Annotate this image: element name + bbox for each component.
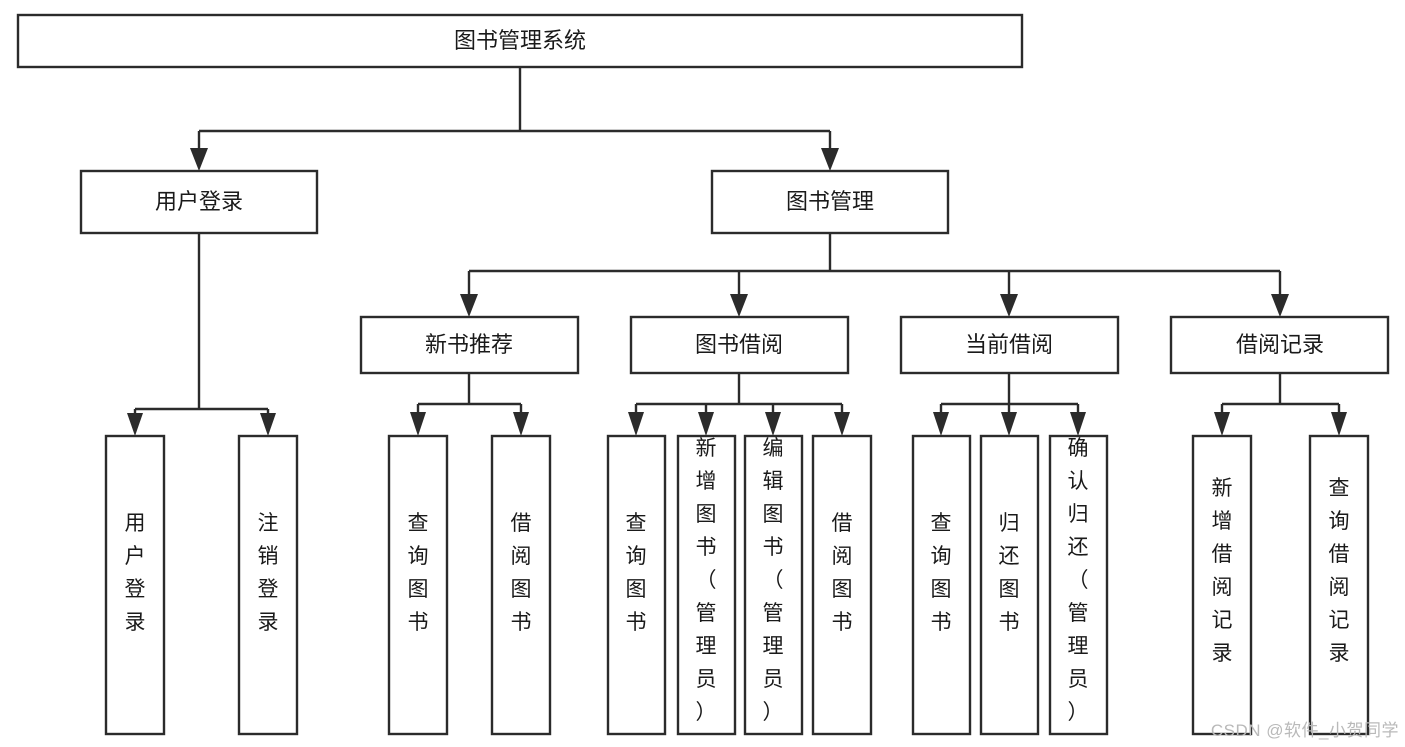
node-user-login-box[interactable] [79,169,319,235]
node-leaf-confirm-return[interactable]: 确认归还（管理员） [1048,434,1109,736]
node-leaf-query-book-1[interactable]: 查询图书 [387,434,449,736]
node-book-borrow-box[interactable] [629,315,850,375]
node-leaf-query-book-1-box[interactable] [387,434,449,736]
arrow-head-borrowrecord [1271,294,1289,317]
node-leaf-add-book[interactable]: 新增图书（管理员） [676,434,737,736]
connector-group-currentborrow [933,373,1086,436]
node-leaf-confirm-return-box[interactable] [1048,434,1109,736]
node-leaf-query-record-box[interactable] [1308,434,1370,736]
node-leaf-user-login-label: 用户登录 [125,512,146,634]
node-leaf-query-record[interactable]: 查询借阅记录 [1308,434,1370,736]
connector-group-borrowrecord [1214,373,1347,436]
node-borrow-record-label: 借阅记录 [1236,332,1324,357]
node-leaf-borrow-book-2-box[interactable] [811,434,873,736]
node-leaf-query-record-label: 查询借阅记录 [1329,477,1350,665]
node-leaf-user-login[interactable]: 用户登录 [104,434,166,736]
node-leaf-add-book-box[interactable] [676,434,737,736]
node-leaf-query-book-3-label: 查询图书 [931,512,952,634]
node-leaf-return-book-box[interactable] [979,434,1040,736]
node-leaf-borrow-book-2-label: 借阅图书 [832,512,853,634]
node-root-label: 图书管理系统 [454,28,586,53]
arrow-head-leaf-query-book-3 [933,412,949,436]
arrow-head-leaf-logout [260,413,276,436]
node-leaf-user-login-box[interactable] [104,434,166,736]
node-new-book-rec[interactable]: 新书推荐 [359,315,580,375]
node-leaf-edit-book[interactable]: 编辑图书（管理员） [743,434,804,736]
arrow-head-leaf-add-record [1214,412,1230,436]
node-root-box[interactable] [16,13,1024,69]
arrow-head-leaf-query-record [1331,412,1347,436]
node-root[interactable]: 图书管理系统 [16,13,1024,69]
node-book-manage-box[interactable] [710,169,950,235]
node-book-manage-label: 图书管理 [786,189,874,214]
node-leaf-logout-box[interactable] [237,434,299,736]
node-leaf-confirm-return-label: 确认归还（管理员） [1068,437,1089,724]
arrow-head-leaf-add-book [698,412,714,436]
arrow-head-leaf-return-book [1001,412,1017,436]
node-current-borrow-label: 当前借阅 [965,332,1053,357]
node-new-book-rec-box[interactable] [359,315,580,375]
node-leaf-logout-label: 注销登录 [258,512,279,634]
node-current-borrow[interactable]: 当前借阅 [899,315,1120,375]
connector-group-newbookrec [410,373,529,436]
node-book-borrow[interactable]: 图书借阅 [629,315,850,375]
csdn-watermark: CSDN @软件_小贺同学 [1210,721,1399,740]
arrow-head-bookborrow [730,294,748,317]
arrow-head-leaf-edit-book [765,412,781,436]
node-new-book-rec-label: 新书推荐 [425,332,513,357]
node-leaf-return-book-label: 归还图书 [999,512,1020,634]
node-leaf-query-book-3-box[interactable] [911,434,972,736]
node-leaf-borrow-book-2[interactable]: 借阅图书 [811,434,873,736]
node-leaf-borrow-book-1-label: 借阅图书 [511,512,532,634]
connector-group-bookmanage [460,233,1289,317]
arrow-head-leaf-query-book-1 [410,412,426,436]
arrow-head-userlogin [190,148,208,171]
arrow-head-currentborrow [1000,294,1018,317]
arrow-head-leaf-confirm-return [1070,412,1086,436]
node-leaf-add-book-label: 新增图书（管理员） [696,437,717,724]
node-leaf-edit-book-label: 编辑图书（管理员） [763,437,784,724]
connector-group-bookborrow [628,373,850,436]
node-leaf-return-book[interactable]: 归还图书 [979,434,1040,736]
arrow-head-newbookrec [460,294,478,317]
node-leaf-edit-book-box[interactable] [743,434,804,736]
arrow-head-leaf-borrow-book-1 [513,412,529,436]
node-current-borrow-box[interactable] [899,315,1120,375]
arrow-head-leaf-query-book-2 [628,412,644,436]
connector-group-root [190,67,839,171]
node-leaf-query-book-3[interactable]: 查询图书 [911,434,972,736]
node-leaf-borrow-book-1[interactable]: 借阅图书 [490,434,552,736]
arrow-head-leaf-borrow-book-2 [834,412,850,436]
node-leaf-add-record[interactable]: 新增借阅记录 [1191,434,1253,736]
node-borrow-record[interactable]: 借阅记录 [1169,315,1390,375]
node-leaf-query-book-2-label: 查询图书 [626,512,647,634]
node-leaf-query-book-1-label: 查询图书 [408,512,429,634]
node-leaf-add-record-label: 新增借阅记录 [1212,477,1233,665]
node-borrow-record-box[interactable] [1169,315,1390,375]
node-leaf-logout[interactable]: 注销登录 [237,434,299,736]
node-leaf-query-book-2-box[interactable] [606,434,667,736]
connector-group-userlogin [127,233,276,436]
node-user-login[interactable]: 用户登录 [79,169,319,235]
arrow-head-leaf-user-login [127,413,143,436]
node-user-login-label: 用户登录 [155,189,243,214]
arrow-head-bookmanage [821,148,839,171]
node-book-borrow-label: 图书借阅 [695,332,783,357]
node-book-manage[interactable]: 图书管理 [710,169,950,235]
node-leaf-borrow-book-1-box[interactable] [490,434,552,736]
node-leaf-add-record-box[interactable] [1191,434,1253,736]
node-leaf-query-book-2[interactable]: 查询图书 [606,434,667,736]
